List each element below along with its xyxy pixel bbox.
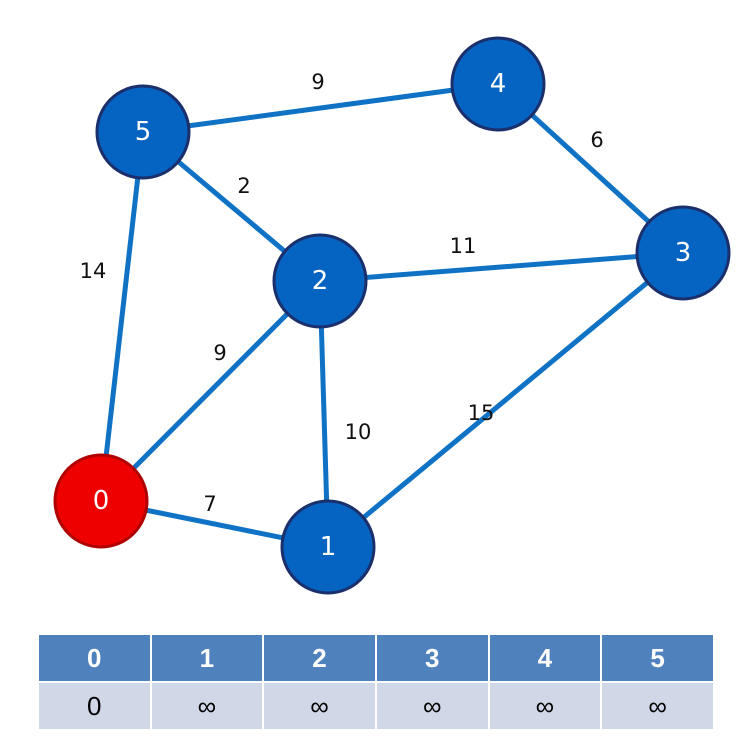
table-header-row: 0 1 2 3 4 5	[37, 633, 715, 683]
node-circle	[280, 499, 376, 595]
header-cell: 2	[262, 633, 377, 683]
edge-weight-label: 7	[203, 492, 216, 516]
node-label: 3	[675, 238, 692, 268]
edge-2-3	[319, 250, 684, 284]
edge-weight-label: 15	[468, 401, 495, 425]
node-0: 0	[53, 453, 149, 549]
edge-weight-label: 2	[237, 174, 250, 198]
node-label: 2	[312, 266, 329, 296]
node-4: 4	[450, 36, 546, 132]
distance-cell: ∞	[487, 681, 603, 731]
node-3: 3	[635, 205, 731, 301]
distance-cell: 0	[37, 681, 152, 731]
edge-weight-label: 6	[590, 128, 603, 152]
edge-1-3	[326, 251, 685, 549]
distance-cell: ∞	[149, 681, 265, 731]
distance-cell: ∞	[600, 681, 715, 731]
node-circle	[635, 205, 731, 301]
edge-weight-label: 9	[213, 341, 226, 365]
header-cell: 4	[487, 633, 603, 683]
header-cell: 5	[600, 633, 715, 683]
edge-weight-label: 11	[450, 234, 477, 258]
edge-5-0	[98, 131, 146, 502]
edge-weight-label: 9	[311, 70, 324, 94]
edge-weight-label: 10	[345, 420, 372, 444]
edge-5-4	[142, 81, 499, 135]
distance-cell: ∞	[262, 681, 377, 731]
header-cell: 0	[37, 633, 152, 683]
node-circle	[95, 84, 191, 180]
node-2: 2	[272, 233, 368, 329]
node-circle	[450, 36, 546, 132]
node-5: 5	[95, 84, 191, 180]
distance-cell: ∞	[374, 681, 490, 731]
edge-weight-label: 14	[80, 259, 107, 283]
distance-table: 0 1 2 3 4 5 0 ∞ ∞ ∞ ∞ ∞	[37, 633, 715, 731]
edge-0-2	[99, 279, 322, 503]
node-label: 4	[490, 69, 507, 99]
header-cell: 1	[149, 633, 265, 683]
node-label: 0	[93, 486, 110, 516]
node-label: 1	[320, 532, 337, 562]
node-circle	[272, 233, 368, 329]
graph: 9 6 2 11 14 9 10 15 7 0 1 2 3 4 5	[53, 36, 731, 595]
header-cell: 3	[374, 633, 490, 683]
node-circle	[53, 453, 149, 549]
distance-row: 0 ∞ ∞ ∞ ∞ ∞	[37, 681, 715, 731]
node-1: 1	[280, 499, 376, 595]
node-label: 5	[135, 117, 152, 147]
